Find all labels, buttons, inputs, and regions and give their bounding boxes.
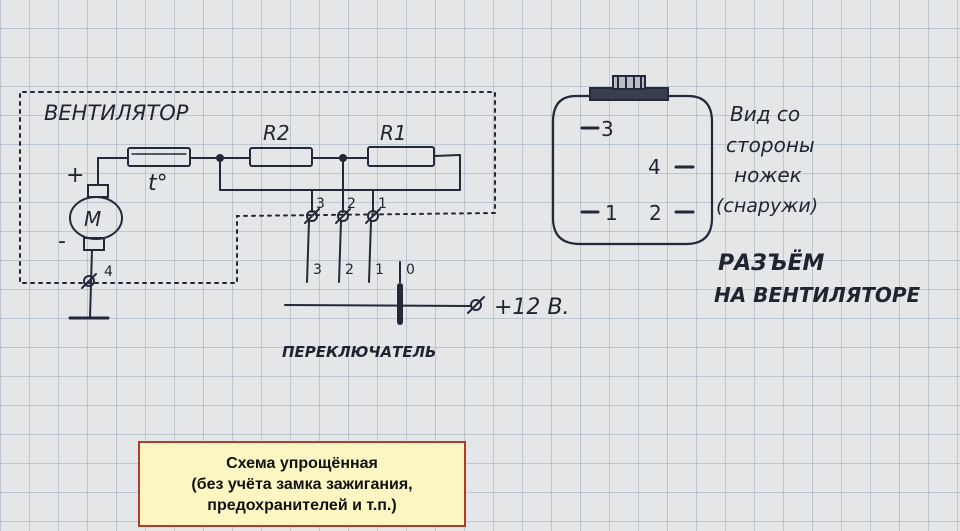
switch-wire-label-2: 2 — [345, 262, 354, 278]
motor-bottom-tab — [83, 237, 105, 251]
view-note-line-2: стороны — [726, 133, 815, 157]
junction-dot-2 — [339, 154, 347, 162]
thermal-label: t° — [148, 171, 168, 196]
thermal-resistor — [127, 147, 191, 167]
switch-wire-label-0: 0 — [406, 262, 415, 278]
connector-title-line-1: РАЗЪЁМ — [718, 250, 824, 276]
supply-label: +12 В. — [494, 295, 570, 320]
fan-block-title: ВЕНТИЛЯТОР — [44, 101, 189, 125]
switch-wire-1 — [368, 220, 372, 283]
view-note-line-4: (снаружи) — [716, 195, 818, 217]
connector-outline — [551, 94, 714, 246]
motor-label: M — [84, 207, 101, 231]
resistor-r1 — [367, 146, 435, 167]
fan-terminal-2: 2 — [347, 196, 356, 212]
motor-top-tab — [87, 184, 109, 198]
caption-line-2: (без учёта замка зажигания, — [191, 475, 413, 493]
resistor-r2 — [249, 147, 313, 167]
r1-label: R1 — [380, 121, 407, 145]
connector-pin-2: 2 — [649, 201, 662, 225]
motor-minus-label: - — [58, 229, 66, 254]
fan-terminal-1: 1 — [378, 196, 387, 212]
caption-line-3: предохранителей и т.п.) — [207, 496, 397, 514]
wire-motor-ground — [89, 249, 93, 319]
switch-wire-label-1: 1 — [375, 262, 384, 278]
motor-plus-label: + — [66, 163, 84, 188]
junction-dot-1 — [216, 154, 224, 162]
switch-label: ПЕРЕКЛЮЧАТЕЛЬ — [282, 343, 436, 361]
connector-pin-4: 4 — [648, 155, 661, 179]
fan-terminal-4: 4 — [104, 264, 113, 280]
r2-label: R2 — [263, 121, 290, 145]
fan-block-boundary — [19, 91, 496, 284]
supply-line — [284, 304, 471, 307]
connector-pin-1: 1 — [605, 201, 618, 225]
caption-box: Схема упрощённая (без учёта замка зажига… — [138, 441, 466, 527]
view-note-line-3: ножек — [734, 163, 802, 187]
switch-wire-3 — [306, 220, 310, 283]
switch-wire-label-3: 3 — [313, 262, 322, 278]
wire-r1-right — [433, 154, 461, 157]
view-note-line-1: Вид со — [730, 102, 800, 126]
switch-wire-2 — [338, 220, 342, 283]
fan-terminal-3: 3 — [316, 196, 325, 212]
connector-title-line-2: НА ВЕНТИЛЯТОРЕ — [714, 283, 921, 307]
caption-line-1: Схема упрощённая — [226, 454, 378, 472]
connector-pin-3: 3 — [601, 117, 614, 141]
